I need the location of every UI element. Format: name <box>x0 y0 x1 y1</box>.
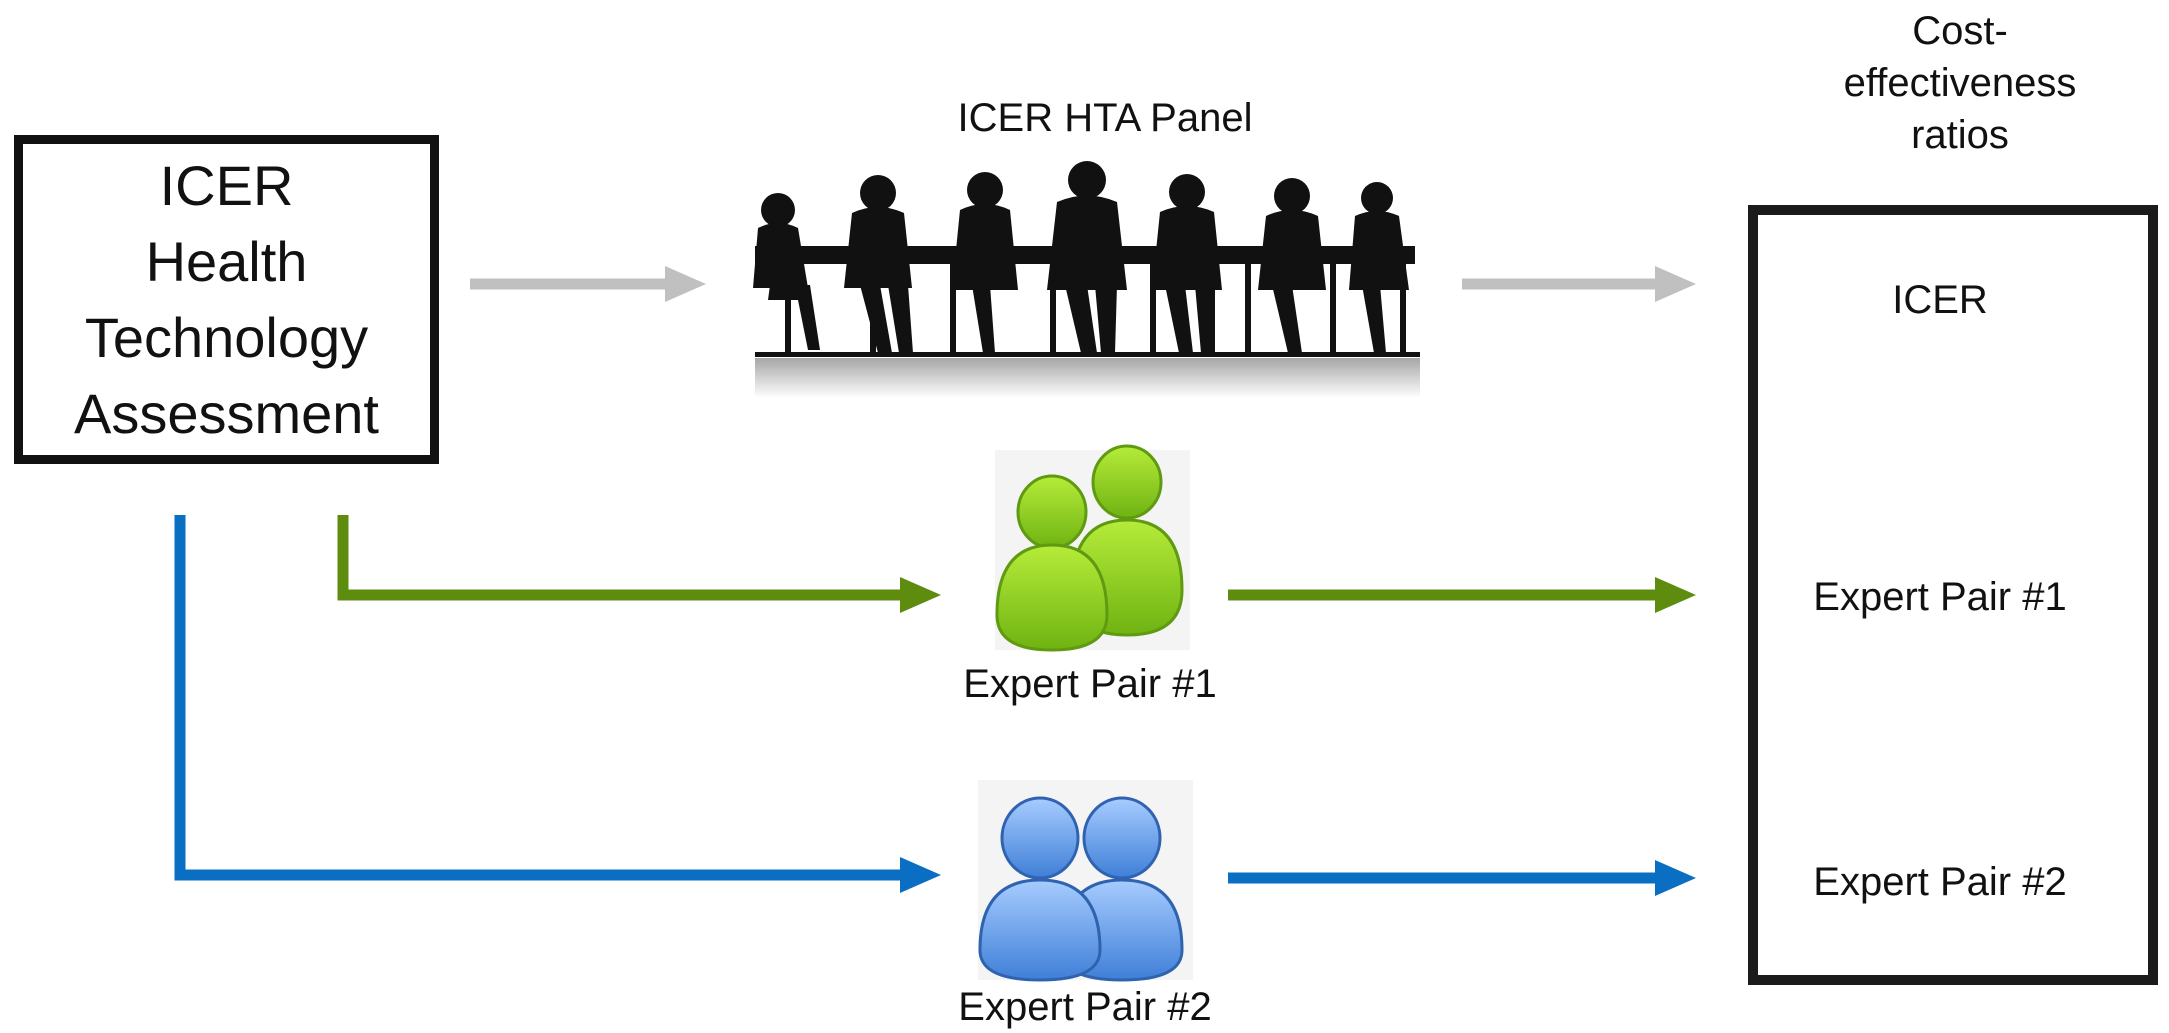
expert2-label: Expert Pair #2 <box>958 985 1212 1029</box>
source-line: ICER <box>159 153 294 217</box>
result-row-expert1: Expert Pair #1 <box>1813 575 2067 619</box>
expert2-arrow-in <box>174 515 941 893</box>
results-header: Cost- effectiveness ratios <box>1780 5 2140 161</box>
icer-hta-source-box: ICER Health Technology Assessment <box>14 135 439 464</box>
panel-label: ICER HTA Panel <box>957 96 1253 140</box>
results-box <box>1748 205 2158 985</box>
results-header-line: effectiveness <box>1843 61 2077 105</box>
meeting-silhouette-icon <box>753 161 1420 398</box>
result-row-expert2: Expert Pair #2 <box>1813 860 2067 904</box>
result-row-icer: ICER <box>1892 278 1988 322</box>
source-line: Assessment <box>74 381 379 445</box>
source-line: Health <box>145 229 308 293</box>
expert2-arrow-out <box>1228 860 1696 896</box>
source-line: Technology <box>84 305 369 369</box>
panel-arrow-out <box>1462 266 1696 302</box>
expert1-label: Expert Pair #1 <box>963 662 1217 706</box>
results-header-line: ratios <box>1911 113 2009 157</box>
expert1-arrow-in <box>337 515 941 613</box>
panel-arrow-in <box>470 266 706 302</box>
user-pair-icon <box>978 780 1193 982</box>
user-pair-icon <box>995 444 1190 652</box>
expert1-arrow-out <box>1228 577 1696 613</box>
results-header-line: Cost- <box>1912 9 2008 53</box>
